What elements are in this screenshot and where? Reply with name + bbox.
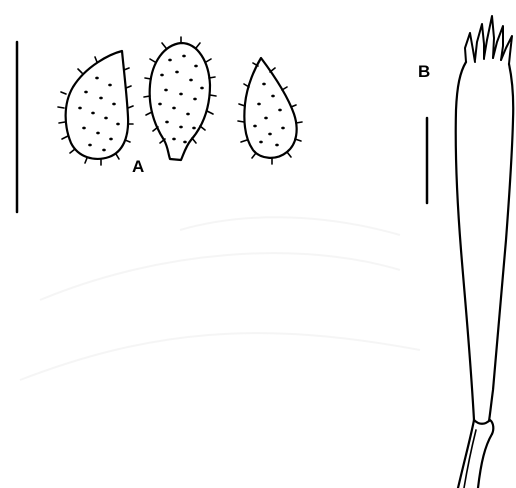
background-texture [20, 217, 420, 380]
panel-a: A [17, 37, 302, 212]
spore-middle [144, 37, 216, 160]
panel-label-a: A [132, 157, 144, 176]
sterigmata [465, 16, 512, 64]
spore-right-dots [253, 83, 285, 147]
spore-right-spines [238, 63, 302, 164]
panel-b: B [418, 16, 513, 488]
basidium [456, 16, 514, 488]
spore-left [58, 51, 133, 165]
panel-label-b: B [418, 62, 430, 81]
spore-right [238, 58, 302, 164]
spore-left-dots [78, 77, 120, 152]
basal-septum [474, 420, 493, 434]
